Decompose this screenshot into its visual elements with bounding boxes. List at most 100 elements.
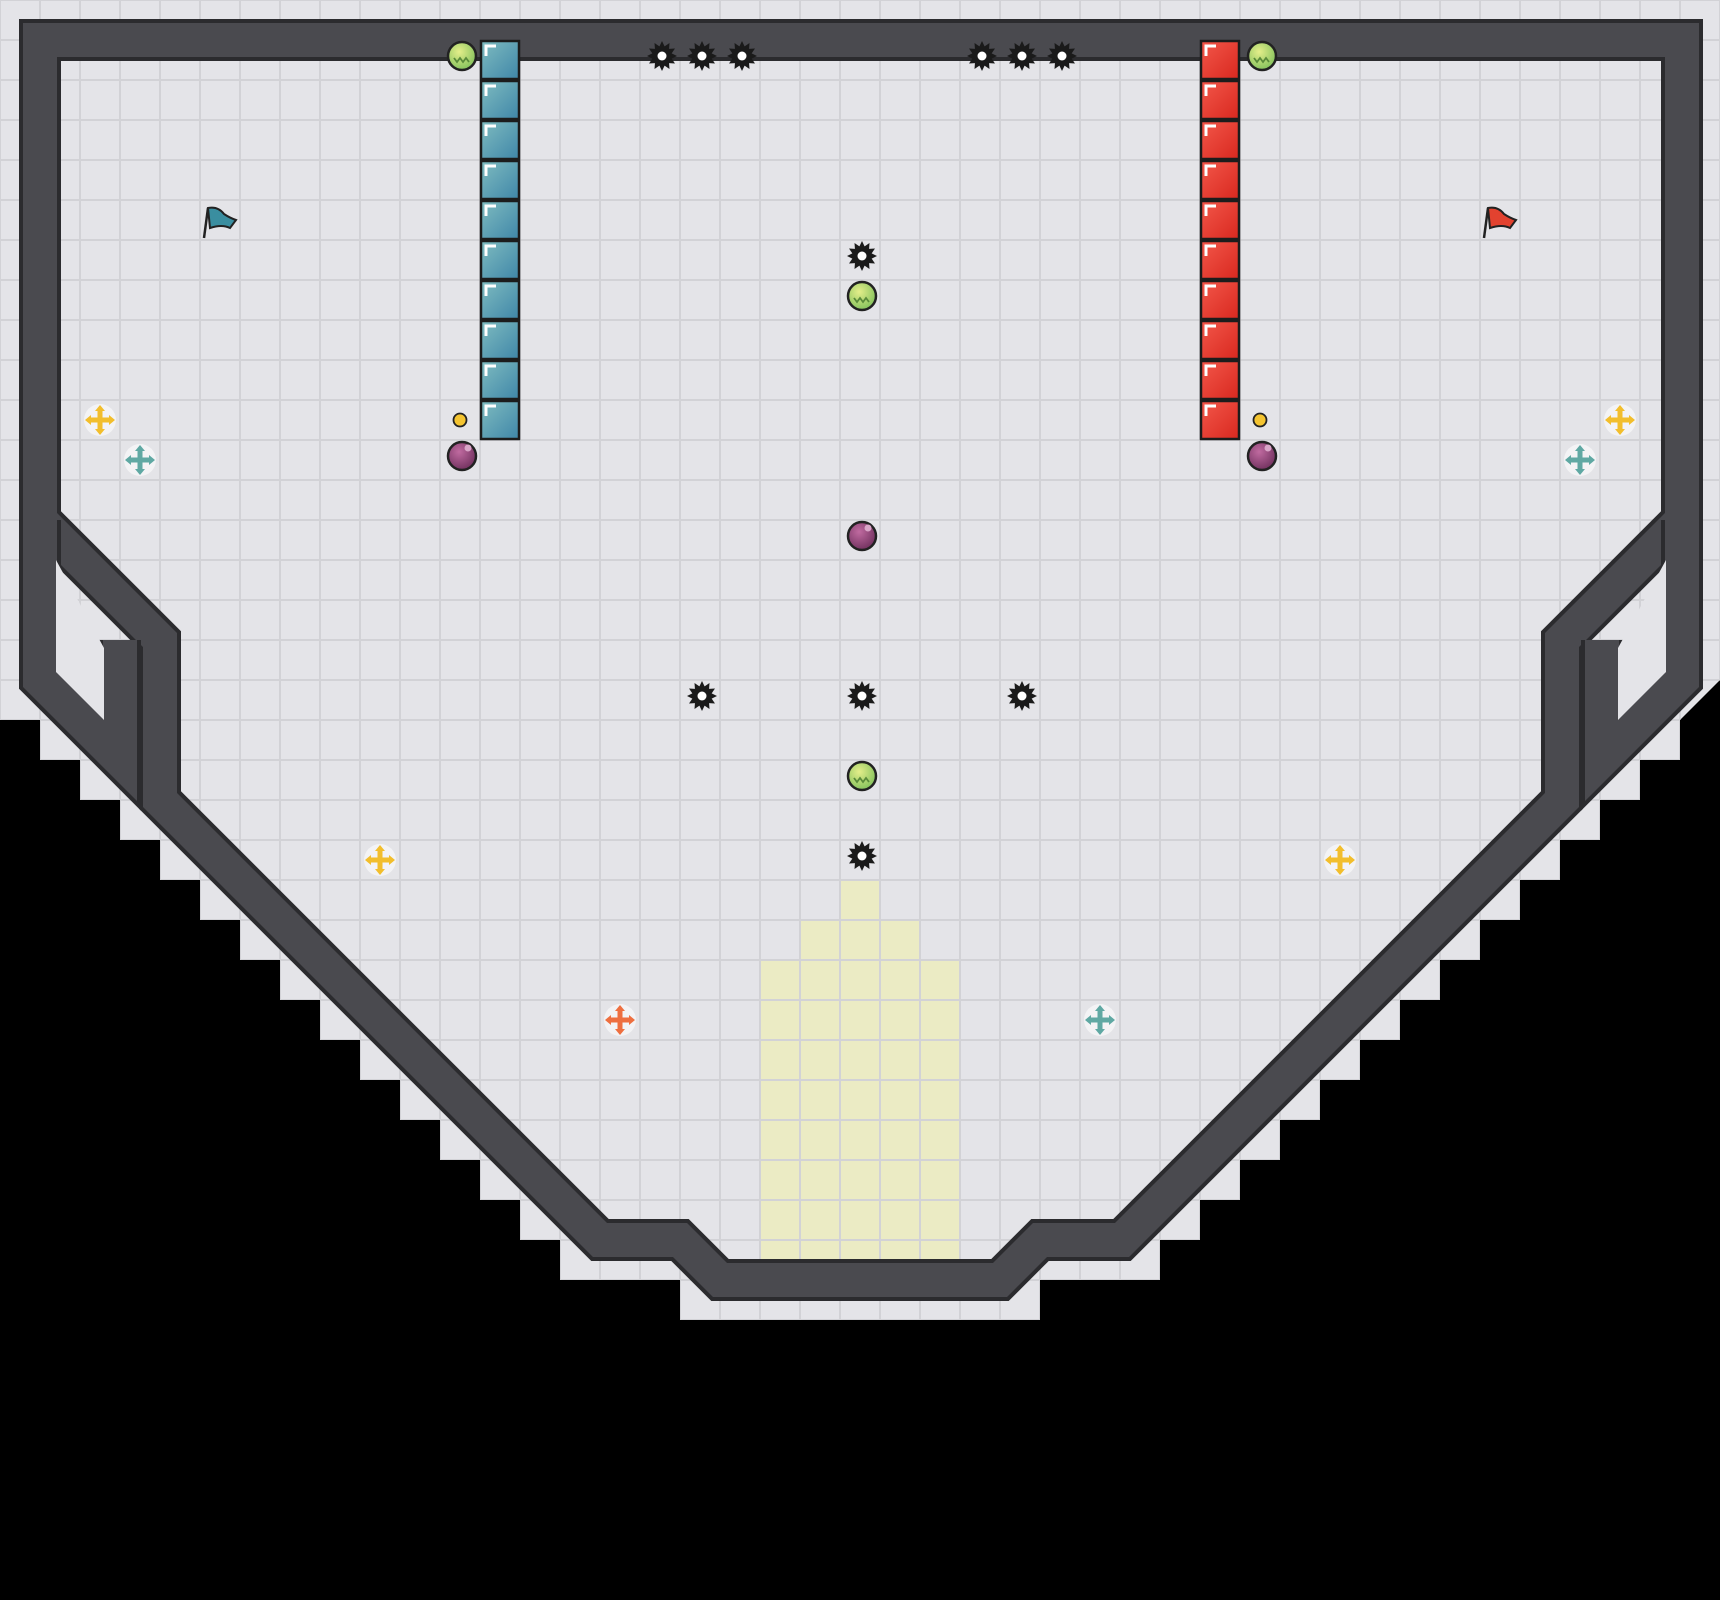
gate-shine xyxy=(1204,364,1216,376)
team-gate-tile xyxy=(479,119,521,161)
spike-icon xyxy=(847,841,877,871)
end-zone-tile xyxy=(840,1120,880,1160)
bomb-icon xyxy=(846,520,878,552)
end-zone-tile xyxy=(800,1000,840,1040)
powerup-zigzag xyxy=(853,296,870,304)
boost-icon xyxy=(124,444,156,476)
gate-shine xyxy=(484,404,496,416)
gate-shine xyxy=(484,244,496,256)
powerup-icon xyxy=(846,280,878,312)
end-zone-tile xyxy=(880,1120,920,1160)
end-zone-tile xyxy=(920,1080,960,1120)
boost-bar-h xyxy=(610,1017,630,1023)
bomb-ball xyxy=(1246,440,1278,472)
end-zone-tile xyxy=(880,1000,920,1040)
spike-icon xyxy=(1007,681,1037,711)
end-zone-tile xyxy=(840,1160,880,1200)
red-flag-icon xyxy=(1482,206,1518,239)
gate-shine xyxy=(1204,124,1216,136)
end-zone-tile xyxy=(880,1160,920,1200)
spike-hub xyxy=(857,851,867,861)
gate-shine xyxy=(484,124,496,136)
boost-bar-h xyxy=(130,457,150,463)
powerup-zigzag xyxy=(853,776,870,784)
yellow-dot-icon xyxy=(1252,412,1268,428)
spike-hub xyxy=(657,51,667,61)
gate-shine xyxy=(1204,284,1216,296)
gate-shine xyxy=(1204,404,1216,416)
bomb-shine xyxy=(464,444,472,452)
right-alcove-wall-fill xyxy=(1585,520,1699,802)
end-zone-tile xyxy=(800,1160,840,1200)
team-gate-tile xyxy=(1199,119,1241,161)
end-zone-tile xyxy=(880,920,920,960)
gate-shine xyxy=(484,204,496,216)
gate-shine xyxy=(1204,244,1216,256)
team-gate-tile xyxy=(479,199,521,241)
end-zone-tile xyxy=(840,960,880,1000)
spike-hub xyxy=(977,51,987,61)
boost-arrows xyxy=(1325,845,1355,875)
boost-arrows xyxy=(125,445,155,475)
end-zone-tile xyxy=(800,920,840,960)
end-zone-tile xyxy=(920,960,960,1000)
end-zone-tile xyxy=(760,1080,800,1120)
spike-icon xyxy=(847,241,877,271)
gate-shine xyxy=(484,284,496,296)
end-zone-tile xyxy=(840,920,880,960)
powerup-zigzag xyxy=(1253,56,1270,64)
gate-shine xyxy=(1204,324,1216,336)
gate-shine xyxy=(484,44,496,56)
end-zone-tile xyxy=(760,1040,800,1080)
end-zone-tile xyxy=(800,1120,840,1160)
spike-icon xyxy=(647,41,677,71)
team-gate-tile xyxy=(1199,159,1241,201)
end-zone-tile xyxy=(760,1120,800,1160)
left-alcove-wall-fill xyxy=(23,520,137,802)
flag-cloth xyxy=(206,206,238,230)
boost-arrows xyxy=(1605,405,1635,435)
end-zone-tile xyxy=(880,1040,920,1080)
team-gate-tile xyxy=(1199,399,1241,441)
gate-shine xyxy=(484,324,496,336)
end-zone-tile xyxy=(920,1000,960,1040)
team-gate-tile xyxy=(479,79,521,121)
yellow-dot-icon xyxy=(452,412,468,428)
end-zone-tile xyxy=(800,1040,840,1080)
gate-shine xyxy=(1204,84,1216,96)
team-gate-tile xyxy=(1199,79,1241,121)
end-zone-tile xyxy=(880,960,920,1000)
powerup-zigzag xyxy=(453,56,470,64)
gate-shine xyxy=(484,364,496,376)
end-zone-tile xyxy=(880,1080,920,1120)
gate-shine xyxy=(484,164,496,176)
powerup-icon xyxy=(446,40,478,72)
boost-icon xyxy=(604,1004,636,1036)
boost-icon xyxy=(1084,1004,1116,1036)
end-zone-tile xyxy=(920,1200,960,1240)
boost-bar-h xyxy=(1610,417,1630,423)
right-alcove-floor xyxy=(1618,560,1666,720)
spike-hub xyxy=(857,251,867,261)
end-zone-tile xyxy=(760,960,800,1000)
end-zone-tile xyxy=(800,1080,840,1120)
bomb-ball xyxy=(446,440,478,472)
spike-hub xyxy=(1017,691,1027,701)
team-gate-tile xyxy=(479,319,521,361)
boost-arrows xyxy=(85,405,115,435)
boost-arrows xyxy=(1085,1005,1115,1035)
end-zone-tile xyxy=(840,880,880,920)
end-zone-tile xyxy=(840,1040,880,1080)
team-gate-tile xyxy=(1199,359,1241,401)
end-zone-tile xyxy=(800,1200,840,1240)
boost-arrows xyxy=(1565,445,1595,475)
gate-shine xyxy=(484,84,496,96)
spike-hub xyxy=(697,691,707,701)
boost-bar-h xyxy=(370,857,390,863)
spike-icon xyxy=(687,681,717,711)
boost-icon xyxy=(1324,844,1356,876)
spike-icon xyxy=(1007,41,1037,71)
arena-floor xyxy=(0,0,1720,1320)
gate-shine xyxy=(1204,164,1216,176)
